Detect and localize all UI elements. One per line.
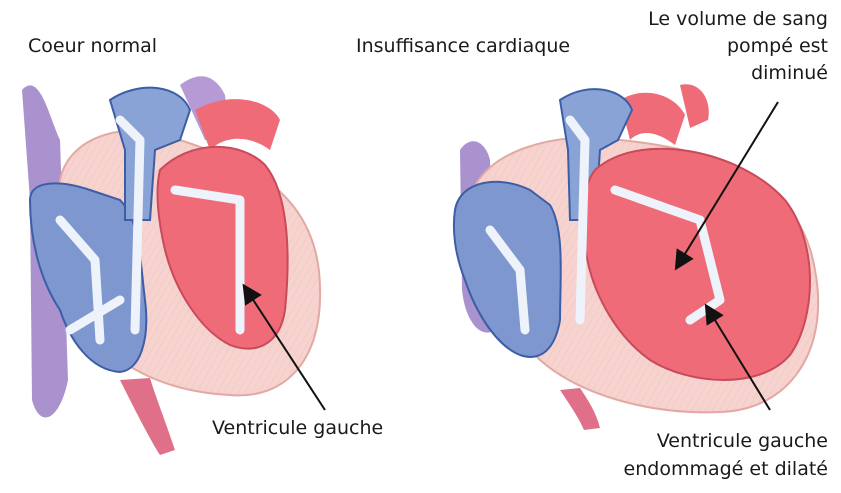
- blood-volume-label-line2: pompé est: [727, 35, 828, 57]
- blood-volume-label-line3: diminué: [751, 62, 828, 84]
- aorta-branch: [680, 84, 709, 128]
- right-atrium-ventricle-2: [454, 182, 561, 357]
- blood-volume-label-line1: Le volume de sang: [648, 8, 828, 30]
- heart-failure-label: Insuffisance cardiaque: [356, 35, 570, 57]
- damaged-ventricle-label-line2: endommagé et dilaté: [624, 458, 828, 480]
- aortic-arch: [195, 99, 280, 150]
- damaged-ventricle-label-line1: Ventricule gauche: [657, 430, 828, 452]
- descending-aorta: [120, 378, 175, 455]
- left-ventricle-label: Ventricule gauche: [212, 417, 383, 439]
- descending-aorta-2: [560, 388, 600, 430]
- aortic-arch-2: [620, 93, 685, 145]
- normal-heart-label: Coeur normal: [28, 35, 157, 57]
- failing-heart-illustration: [454, 84, 818, 430]
- normal-heart-illustration: [22, 76, 325, 455]
